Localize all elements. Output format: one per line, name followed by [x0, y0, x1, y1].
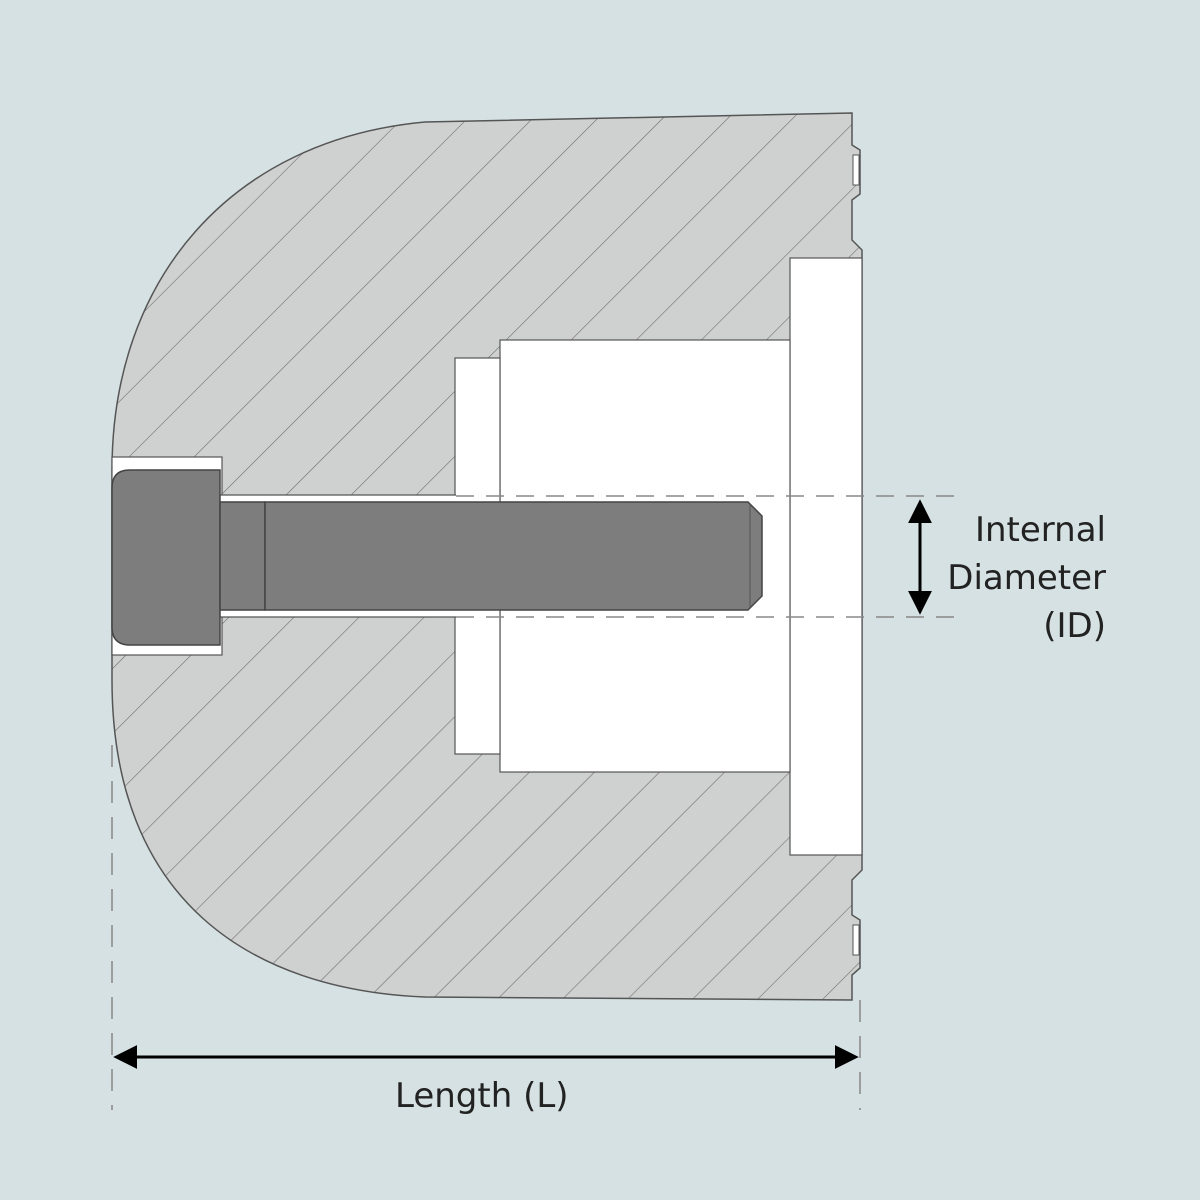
bolt-neck [219, 501, 266, 611]
id-label-line-1: Internal [974, 510, 1106, 550]
length-dimension [111, 745, 861, 1110]
bolt-shank [264, 501, 763, 611]
length-label: Length (L) [395, 1076, 569, 1116]
bolt-head [111, 469, 221, 646]
edge-notches [852, 154, 860, 956]
cavity-bore-large [789, 257, 863, 856]
id-label-line-2: Diameter [947, 558, 1106, 598]
id-dimension [456, 495, 965, 618]
id-label-line-3: (ID) [1043, 606, 1106, 646]
internal-diameter-label: Internal Diameter (ID) [947, 506, 1106, 650]
bolt [111, 469, 763, 646]
